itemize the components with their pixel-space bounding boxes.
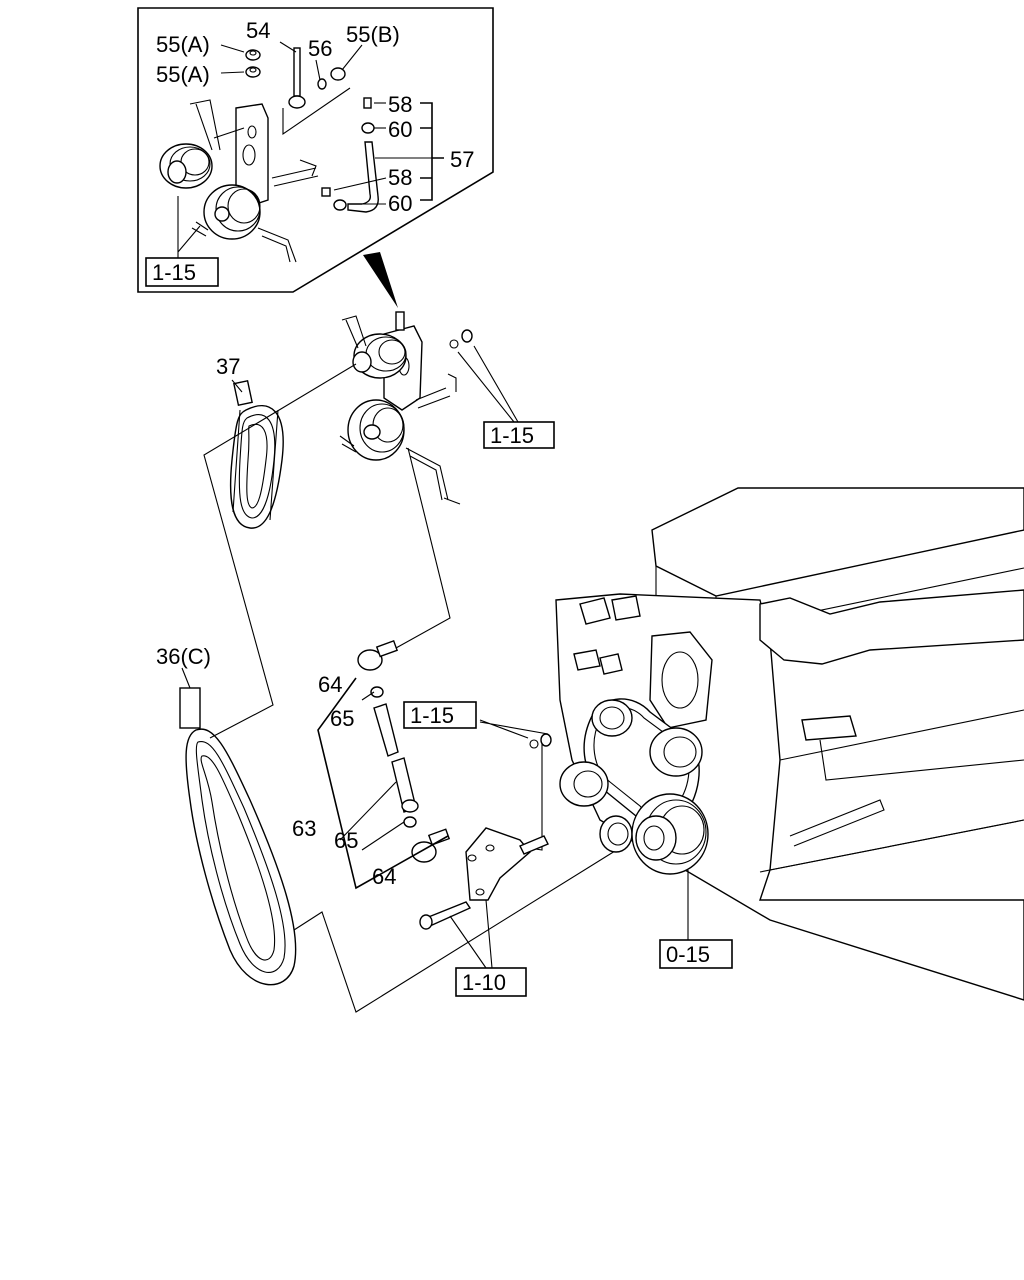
callout-56: 56 — [308, 36, 332, 61]
inset-nut-55b — [330, 67, 346, 81]
callout-60-top: 60 — [388, 117, 412, 142]
hose-63 — [373, 703, 419, 813]
callout-55a-1: 55(A) — [156, 32, 210, 57]
callout-65-top: 65 — [330, 706, 354, 731]
tension-pulley — [347, 399, 405, 461]
engine-pulley-small — [599, 815, 633, 853]
engine-pulley-fan — [591, 699, 633, 737]
callout-63: 63 — [292, 816, 316, 841]
callout-65-bottom: 65 — [334, 828, 358, 853]
svg-text:1-15: 1-15 — [152, 260, 196, 285]
inset-washer-56 — [317, 78, 327, 90]
callout-36c: 36(C) — [156, 644, 211, 669]
callout-58-bottom: 58 — [388, 165, 412, 190]
inset-pointer — [363, 252, 398, 308]
callout-37: 37 — [216, 354, 240, 379]
inset-nut-55a-1 — [245, 49, 261, 61]
banjo-bolt-64-top — [357, 639, 399, 671]
routing-line-tensioner — [395, 447, 451, 649]
inset-hose-57 — [347, 141, 379, 213]
callout-54: 54 — [246, 18, 270, 43]
inset-nut-55a-2 — [245, 66, 261, 78]
callout-57: 57 — [450, 147, 474, 172]
engine-pulley-alternator — [559, 761, 609, 807]
belt-36c — [179, 687, 297, 986]
ref-box-inset[interactable]: 1-15 — [145, 257, 219, 287]
inset-bolt-60-bottom — [333, 199, 347, 211]
idler-pulley-upper — [352, 333, 407, 379]
callout-64-top: 64 — [318, 672, 342, 697]
washer-65-top — [370, 686, 384, 698]
callout-58-top: 58 — [388, 92, 412, 117]
svg-text:1-15: 1-15 — [490, 423, 534, 448]
inset-frame — [137, 7, 494, 293]
ref-box-engine[interactable]: 0-15 — [659, 939, 733, 969]
belt-37 — [229, 379, 284, 529]
callout-55a-2: 55(A) — [156, 62, 210, 87]
hose-assembly — [317, 639, 451, 890]
ref-box-bracket[interactable]: 1-15 — [403, 701, 477, 729]
svg-text:1-15: 1-15 — [410, 703, 454, 728]
inset-clip-58-bottom — [321, 187, 331, 197]
routing-line-belt — [203, 363, 357, 739]
inset-idler-pulley-upper — [159, 143, 213, 189]
routing-line-belt-lower — [293, 827, 653, 1013]
svg-text:0-15: 0-15 — [666, 942, 710, 967]
inset-detail: 55(A) 55(A) 54 56 55(B) 58 60 57 58 60 1… — [137, 7, 494, 308]
mounting-bracket — [465, 719, 552, 901]
engine-pulley-crankshaft — [631, 793, 709, 875]
ref-box-bolt[interactable]: 1-10 — [455, 967, 527, 997]
inset-bolt-60-top — [361, 122, 375, 134]
callout-64-bottom: 64 — [372, 864, 396, 889]
inset-stud-54 — [288, 47, 306, 109]
callout-60-bottom: 60 — [388, 191, 412, 216]
inset-tension-pulley — [203, 184, 261, 240]
ref-box-tensioner[interactable]: 1-15 — [483, 421, 555, 449]
callout-55b: 55(B) — [346, 22, 400, 47]
bolt-1-10 — [419, 901, 472, 930]
engine-block — [555, 487, 1024, 1001]
tensioner-assembly: 1-15 — [339, 311, 555, 505]
svg-text:1-10: 1-10 — [462, 970, 506, 995]
inset-clip-58-top — [363, 97, 372, 109]
engine-pulley-water-pump — [649, 727, 703, 777]
washer-65-bottom — [403, 816, 417, 828]
